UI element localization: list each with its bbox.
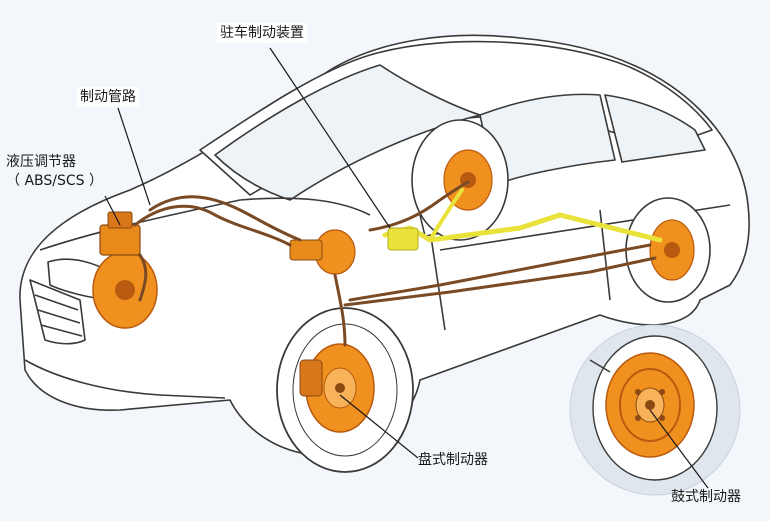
label-parking-brake: 驻车制动装置 — [217, 23, 307, 43]
label-hydraulic-modulator-abs: （ ABS/SCS ） — [6, 173, 103, 189]
brake-lines — [133, 180, 657, 347]
label-disc-brake: 盘式制动器 — [418, 452, 488, 468]
front-wheel — [276, 307, 414, 473]
drum-brake-inset — [569, 324, 741, 496]
disc-brake-icon — [299, 343, 375, 433]
drum-brake-icon — [605, 352, 695, 458]
parking-brake-icon — [382, 188, 663, 251]
label-drum-brake: 鼓式制动器 — [671, 489, 741, 505]
car-body — [19, 34, 750, 456]
leader-lines — [104, 47, 709, 489]
label-brake-lines: 制动管路 — [77, 87, 139, 107]
rear-left-wheel — [411, 119, 509, 241]
master-cylinder-icon — [289, 229, 356, 275]
rear-right-wheel — [625, 197, 711, 303]
label-hydraulic-modulator: 液压调节器 — [6, 154, 76, 170]
abs-unit-icon — [92, 211, 158, 329]
